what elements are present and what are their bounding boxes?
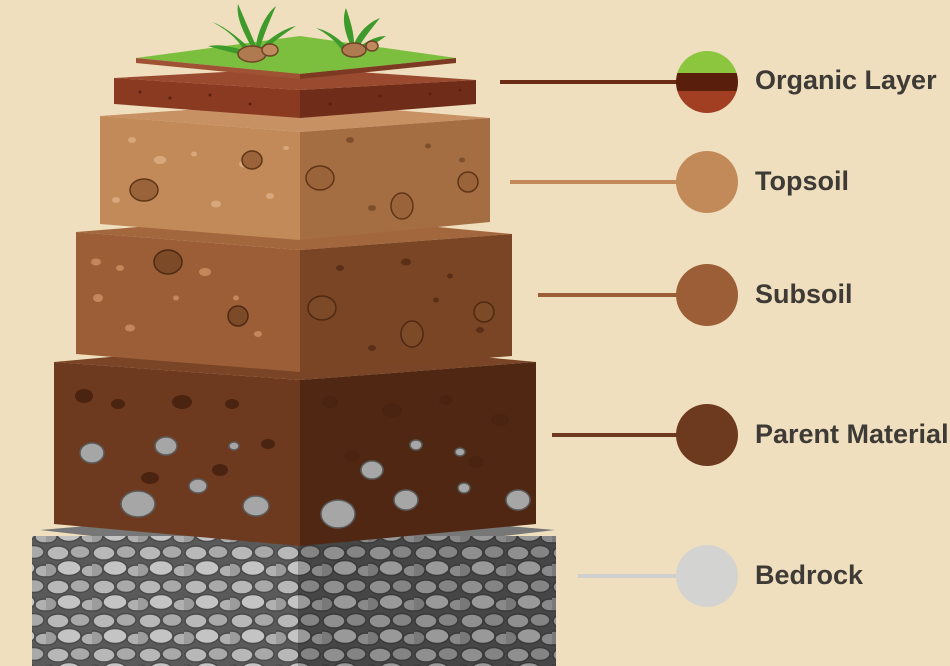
- plant-left-icon: [208, 4, 296, 63]
- plant-right-icon: [316, 8, 386, 58]
- parent-swatch: [676, 404, 738, 466]
- grass-top: [136, 36, 456, 79]
- bedrock-block: [32, 508, 556, 666]
- subsoil-label: Subsoil: [755, 279, 853, 309]
- organic-layer-label: Organic Layer: [755, 65, 937, 95]
- organic-swatch: [676, 51, 738, 113]
- topsoil-swatch: [676, 151, 738, 213]
- bedrock-swatch: [676, 545, 738, 607]
- subsoil-swatch: [676, 264, 738, 326]
- organic-layer-block: [114, 68, 476, 118]
- topsoil-label: Topsoil: [755, 166, 849, 196]
- topsoil-block: [100, 102, 490, 240]
- parent-material-label: Parent Material: [755, 419, 949, 449]
- bedrock-label: Bedrock: [755, 560, 864, 590]
